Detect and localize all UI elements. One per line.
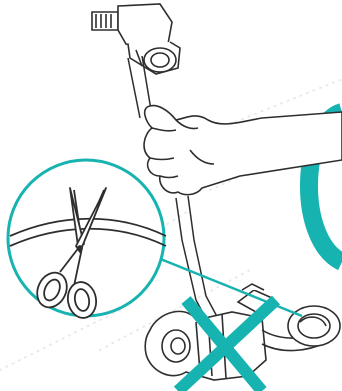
tube-connector (92, 4, 180, 74)
